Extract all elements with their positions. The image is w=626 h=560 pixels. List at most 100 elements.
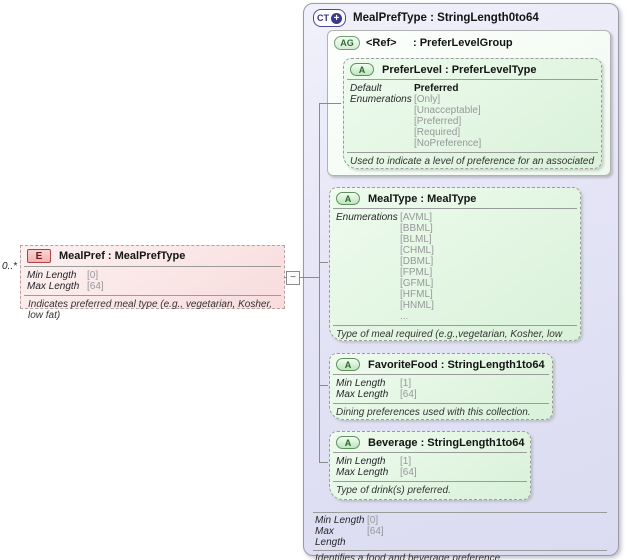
complextype-header[interactable]: CT + MealPrefType : StringLength0to64	[313, 9, 539, 27]
facet-label: Default	[350, 83, 382, 94]
attribute-title: MealType : MealType	[368, 192, 477, 205]
facet-row: Max Length [64]	[336, 467, 524, 478]
facet-value: [CHML]	[400, 245, 434, 256]
attribute-group-title: : PreferLevelGroup	[413, 37, 513, 49]
facet-value: [NoPreference]	[414, 138, 482, 149]
facet-value: [0]	[367, 515, 379, 526]
divider	[313, 550, 607, 551]
facet-label: Min Length	[336, 378, 386, 389]
complextype-mealpreftype[interactable]: CT + MealPrefType : StringLength0to64 AG…	[303, 3, 619, 560]
attribute-facets: Min Length [1] Max Length [64]	[330, 454, 530, 480]
facet-row: Max Length [64]	[27, 281, 278, 292]
facet-label: Max Length	[27, 281, 80, 292]
divider	[24, 295, 281, 296]
attribute-icon: A	[336, 358, 360, 371]
facet-label: Enumerations	[350, 94, 412, 105]
facet-value: [BBML]	[400, 223, 433, 234]
facet-value: [64]	[367, 526, 384, 537]
complextype-note: Identifies a food and beverage preferenc…	[315, 553, 503, 560]
element-mealpref[interactable]: E MealPref : MealPrefType Min Length[0]M…	[20, 245, 285, 321]
facet-value: [Preferred]	[414, 116, 462, 127]
divider	[24, 266, 281, 267]
multiplicity-label: 0..*	[2, 261, 18, 272]
attribute-group-header[interactable]: AG <Ref> : PreferLevelGroup	[328, 31, 610, 55]
facet-row: Min Length [1]	[336, 378, 546, 389]
facet-value: [FPML]	[400, 267, 433, 278]
divider	[347, 79, 598, 80]
facet-value: [0]	[87, 270, 99, 281]
facet-value: [64]	[400, 467, 417, 478]
element-icon: E	[27, 249, 51, 263]
attribute-facets: Min Length [1] Max Length [64]	[330, 376, 552, 402]
attribute-header[interactable]: A FavoriteFood : StringLength1to64	[330, 354, 552, 373]
attribute-header[interactable]: A Beverage : StringLength1to64	[330, 432, 530, 451]
divider	[333, 403, 549, 404]
divider	[333, 452, 527, 453]
complextype-facets-section: Min Length[0] Max Length [64] Identifies a…	[313, 512, 607, 560]
facet-value: [DBML]	[400, 256, 434, 267]
facet-label: Min Length	[315, 515, 365, 526]
attribute-note: Type of drink(s) preferred.	[336, 485, 451, 496]
minus-icon: −	[290, 272, 296, 283]
facet-label: Max Length	[336, 389, 389, 400]
divider	[333, 325, 577, 326]
element-facets: Min Length [0] Max Length [64]	[21, 268, 284, 294]
element-note: Indicates preferred meal type (e.g., veg…	[28, 299, 273, 321]
facet-row: Min Length [0]	[27, 270, 278, 281]
facet-value: [AVML]	[400, 212, 433, 223]
facet-row: Max Length [64]	[336, 389, 546, 400]
attribute-title: PreferLevel : PreferLevelType	[382, 63, 537, 76]
attribute-icon: A	[336, 436, 360, 449]
facet-label: Max Length	[336, 467, 389, 478]
complextype-badge-label: CT	[317, 13, 329, 23]
facet-value: [Required]	[414, 127, 461, 138]
facet-value: [64]	[87, 281, 104, 292]
facet-value: [Unacceptable]	[414, 105, 481, 116]
divider	[313, 512, 607, 513]
divider	[333, 208, 577, 209]
facet-row: Default Preferred	[350, 83, 595, 94]
complextype-facets: Min Length[0] Max Length [64]	[313, 513, 607, 550]
facet-value: [HFML]	[400, 289, 433, 300]
facet-value: Preferred	[414, 83, 459, 94]
complextype-icon: CT +	[313, 9, 346, 27]
attribute-group-icon: AG	[334, 36, 360, 50]
facet-row: Enumerations[AVML][BBML][BLML][CHML][DBM…	[336, 212, 574, 322]
collapse-toggle[interactable]: −	[286, 271, 300, 285]
element-title: MealPref : MealPrefType	[59, 250, 186, 262]
facet-label: Enumerations	[336, 212, 398, 223]
attribute-title: Beverage : StringLength1to64	[368, 436, 525, 449]
divider	[347, 152, 598, 153]
attribute-title: FavoriteFood : StringLength1to64	[368, 358, 545, 371]
facet-value: [1]	[400, 456, 412, 467]
attribute-group-ref: <Ref>	[366, 37, 397, 49]
complextype-title: MealPrefType : StringLength0to64	[353, 12, 539, 24]
facet-label: Min Length	[336, 456, 386, 467]
attribute-note: Dining preferences used with this collec…	[336, 407, 531, 418]
facet-row: Max Length [64]	[315, 526, 605, 548]
facet-label: Max Length	[315, 526, 346, 548]
element-header[interactable]: E MealPref : MealPrefType	[21, 246, 284, 265]
attribute-note: Type of meal required (e.g.,vegetarian, …	[336, 329, 563, 340]
facet-row: Enumerations[Only][Unacceptable][Preferr…	[350, 94, 595, 149]
facet-value: [GFML]	[400, 278, 434, 289]
expand-plus-icon[interactable]: +	[331, 12, 342, 24]
facet-row: Min Length [1]	[336, 456, 524, 467]
facet-value: [HNML]	[400, 300, 434, 311]
divider	[333, 374, 549, 375]
attribute-facets: Enumerations[AVML][BBML][BLML][CHML][DBM…	[330, 210, 580, 324]
facet-value: [Only]	[414, 94, 441, 105]
facet-value: [64]	[400, 389, 417, 400]
facet-value: [1]	[400, 378, 412, 389]
facet-label: Min Length	[27, 270, 77, 281]
facet-value: [BLML]	[400, 234, 432, 245]
